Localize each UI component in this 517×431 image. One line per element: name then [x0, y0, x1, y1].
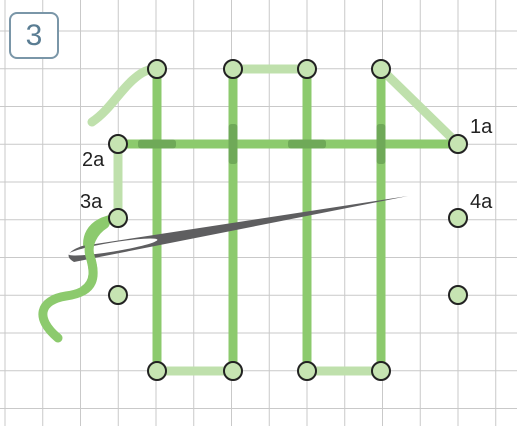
hole	[298, 60, 316, 78]
hole	[449, 286, 467, 304]
weave-under-2	[229, 124, 238, 164]
hole	[109, 286, 127, 304]
hole	[224, 60, 242, 78]
hole	[298, 362, 316, 380]
hole-4a	[449, 209, 467, 227]
hole	[148, 60, 166, 78]
weave-under-4	[377, 124, 386, 164]
hole	[224, 362, 242, 380]
step-number-badge: 3	[9, 12, 59, 59]
label-2a: 2a	[82, 149, 105, 171]
hole	[372, 362, 390, 380]
hole-2a	[109, 135, 127, 153]
hole	[148, 362, 166, 380]
weave-over-3	[288, 140, 326, 149]
hole-3a	[109, 209, 127, 227]
faded-thread-start	[92, 69, 157, 122]
weave-over-1	[138, 140, 176, 149]
label-3a: 3a	[80, 191, 103, 213]
label-1a: 1a	[470, 116, 493, 138]
hole-1a	[449, 135, 467, 153]
hole	[372, 60, 390, 78]
label-4a: 4a	[470, 191, 493, 213]
